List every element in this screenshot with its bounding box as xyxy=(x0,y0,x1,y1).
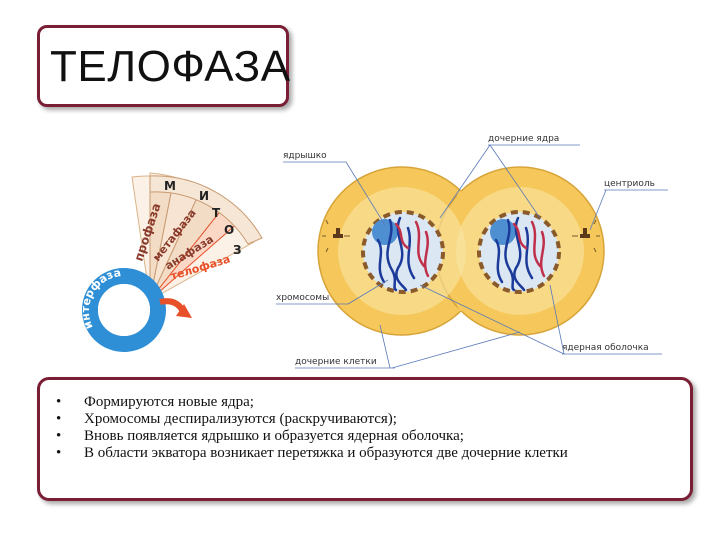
label-nuclear-envelope: ядерная оболочка xyxy=(562,343,649,353)
title-box: ТЕЛОФАЗА xyxy=(37,25,291,107)
bullet-dot: • xyxy=(56,411,62,427)
label-chromosomes: хромосомы xyxy=(276,293,329,303)
summary-box: • Формируются новые ядра; • Хромосомы десп… xyxy=(37,377,693,501)
label-centriole: центриоль xyxy=(604,179,655,189)
mitosis-letter-3: Т xyxy=(212,206,221,220)
page-title: ТЕЛОФАЗА xyxy=(50,42,291,91)
label-daughter-nuclei: дочерние ядра xyxy=(488,134,559,144)
bullet-dot: • xyxy=(56,394,62,410)
telophase-diagram: профаза метафаза анафаза телофаза М И Т … xyxy=(79,134,668,369)
chromosomes-right xyxy=(494,216,546,292)
callouts: ядрышко дочерние ядра центриоль хромосом… xyxy=(276,134,668,369)
cell-cycle-wheel: профаза метафаза анафаза телофаза М И Т … xyxy=(79,172,263,352)
mitosis-letter-2: И xyxy=(199,189,209,203)
centriole-left xyxy=(322,219,350,253)
bullet-text: Вновь появляется ядрышко и образуется яд… xyxy=(84,428,464,444)
summary-list: • Формируются новые ядра; • Хромосомы десп… xyxy=(56,394,676,462)
bullet-text: Хромосомы деспирализуются (раскручиваютс… xyxy=(84,411,397,427)
chromosomes-left xyxy=(376,216,430,292)
bullet-text: Формируются новые ядра; xyxy=(84,394,254,410)
list-item: • Хромосомы деспирализуются (раскручивают… xyxy=(56,411,676,428)
mitosis-band xyxy=(149,175,263,245)
centriole-right xyxy=(572,219,600,253)
interphase-ring xyxy=(82,268,166,352)
label-daughter-cells: дочерние клетки xyxy=(295,357,377,367)
list-item: • Формируются новые ядра; xyxy=(56,394,676,411)
dividing-cell xyxy=(317,166,605,336)
list-item: • Вновь появляется ядрышко и образуется я… xyxy=(56,428,676,445)
label-nucleolus: ядрышко xyxy=(283,151,327,161)
bullet-dot: • xyxy=(56,428,62,444)
bullet-text: В области экватора возникает перетяжка и… xyxy=(84,445,568,461)
mitosis-letter-1: М xyxy=(164,179,176,193)
bullet-dot: • xyxy=(56,445,62,461)
mitosis-letter-4: О xyxy=(224,223,234,237)
interphase-center xyxy=(98,284,150,336)
list-item: • В области экватора возникает перетяжка … xyxy=(56,445,676,462)
nucleolus-left xyxy=(372,219,398,245)
mitosis-letter-5: З xyxy=(233,243,242,257)
cycle-arrow-head xyxy=(176,304,192,318)
nucleolus-right xyxy=(490,219,516,245)
